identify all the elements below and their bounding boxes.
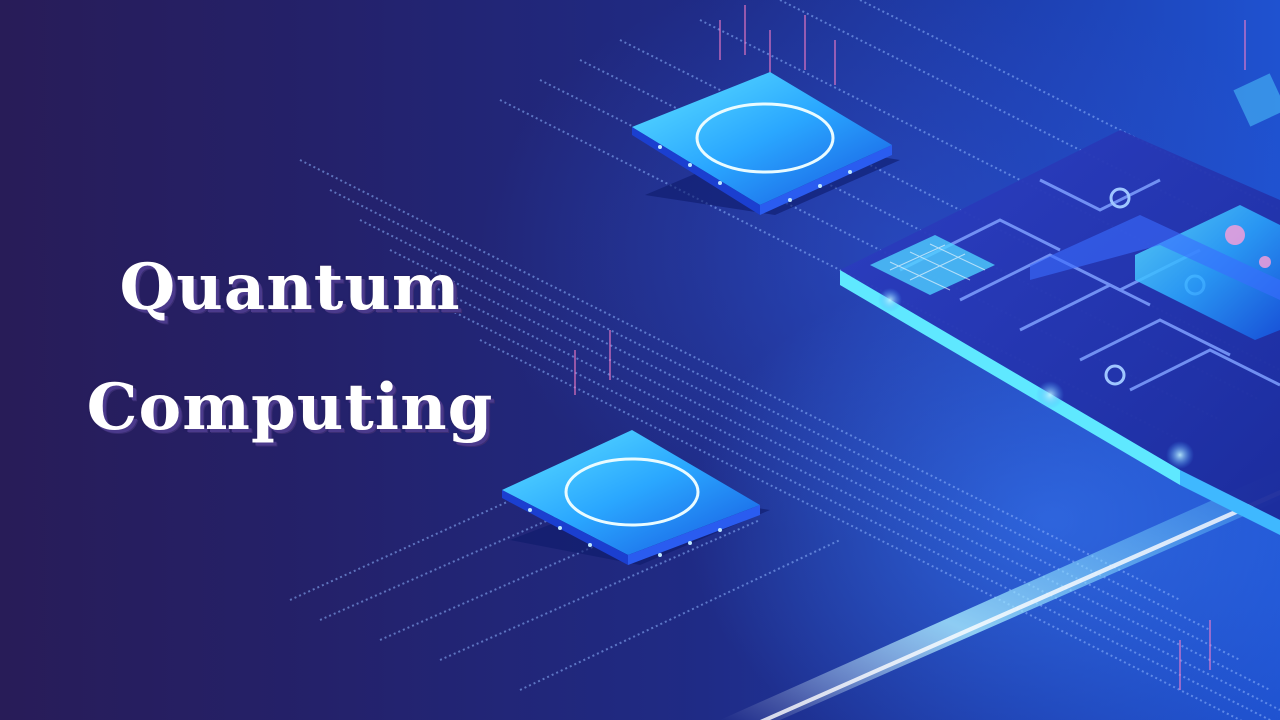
title-line-1: Quantum <box>119 250 461 325</box>
quantum-chip-icon <box>632 72 900 215</box>
quantum-chip-icon <box>502 430 770 565</box>
title-line-2: Computing <box>86 370 494 445</box>
page-title: Quantum Computing <box>40 228 540 468</box>
circuit-board-icon <box>840 73 1280 535</box>
